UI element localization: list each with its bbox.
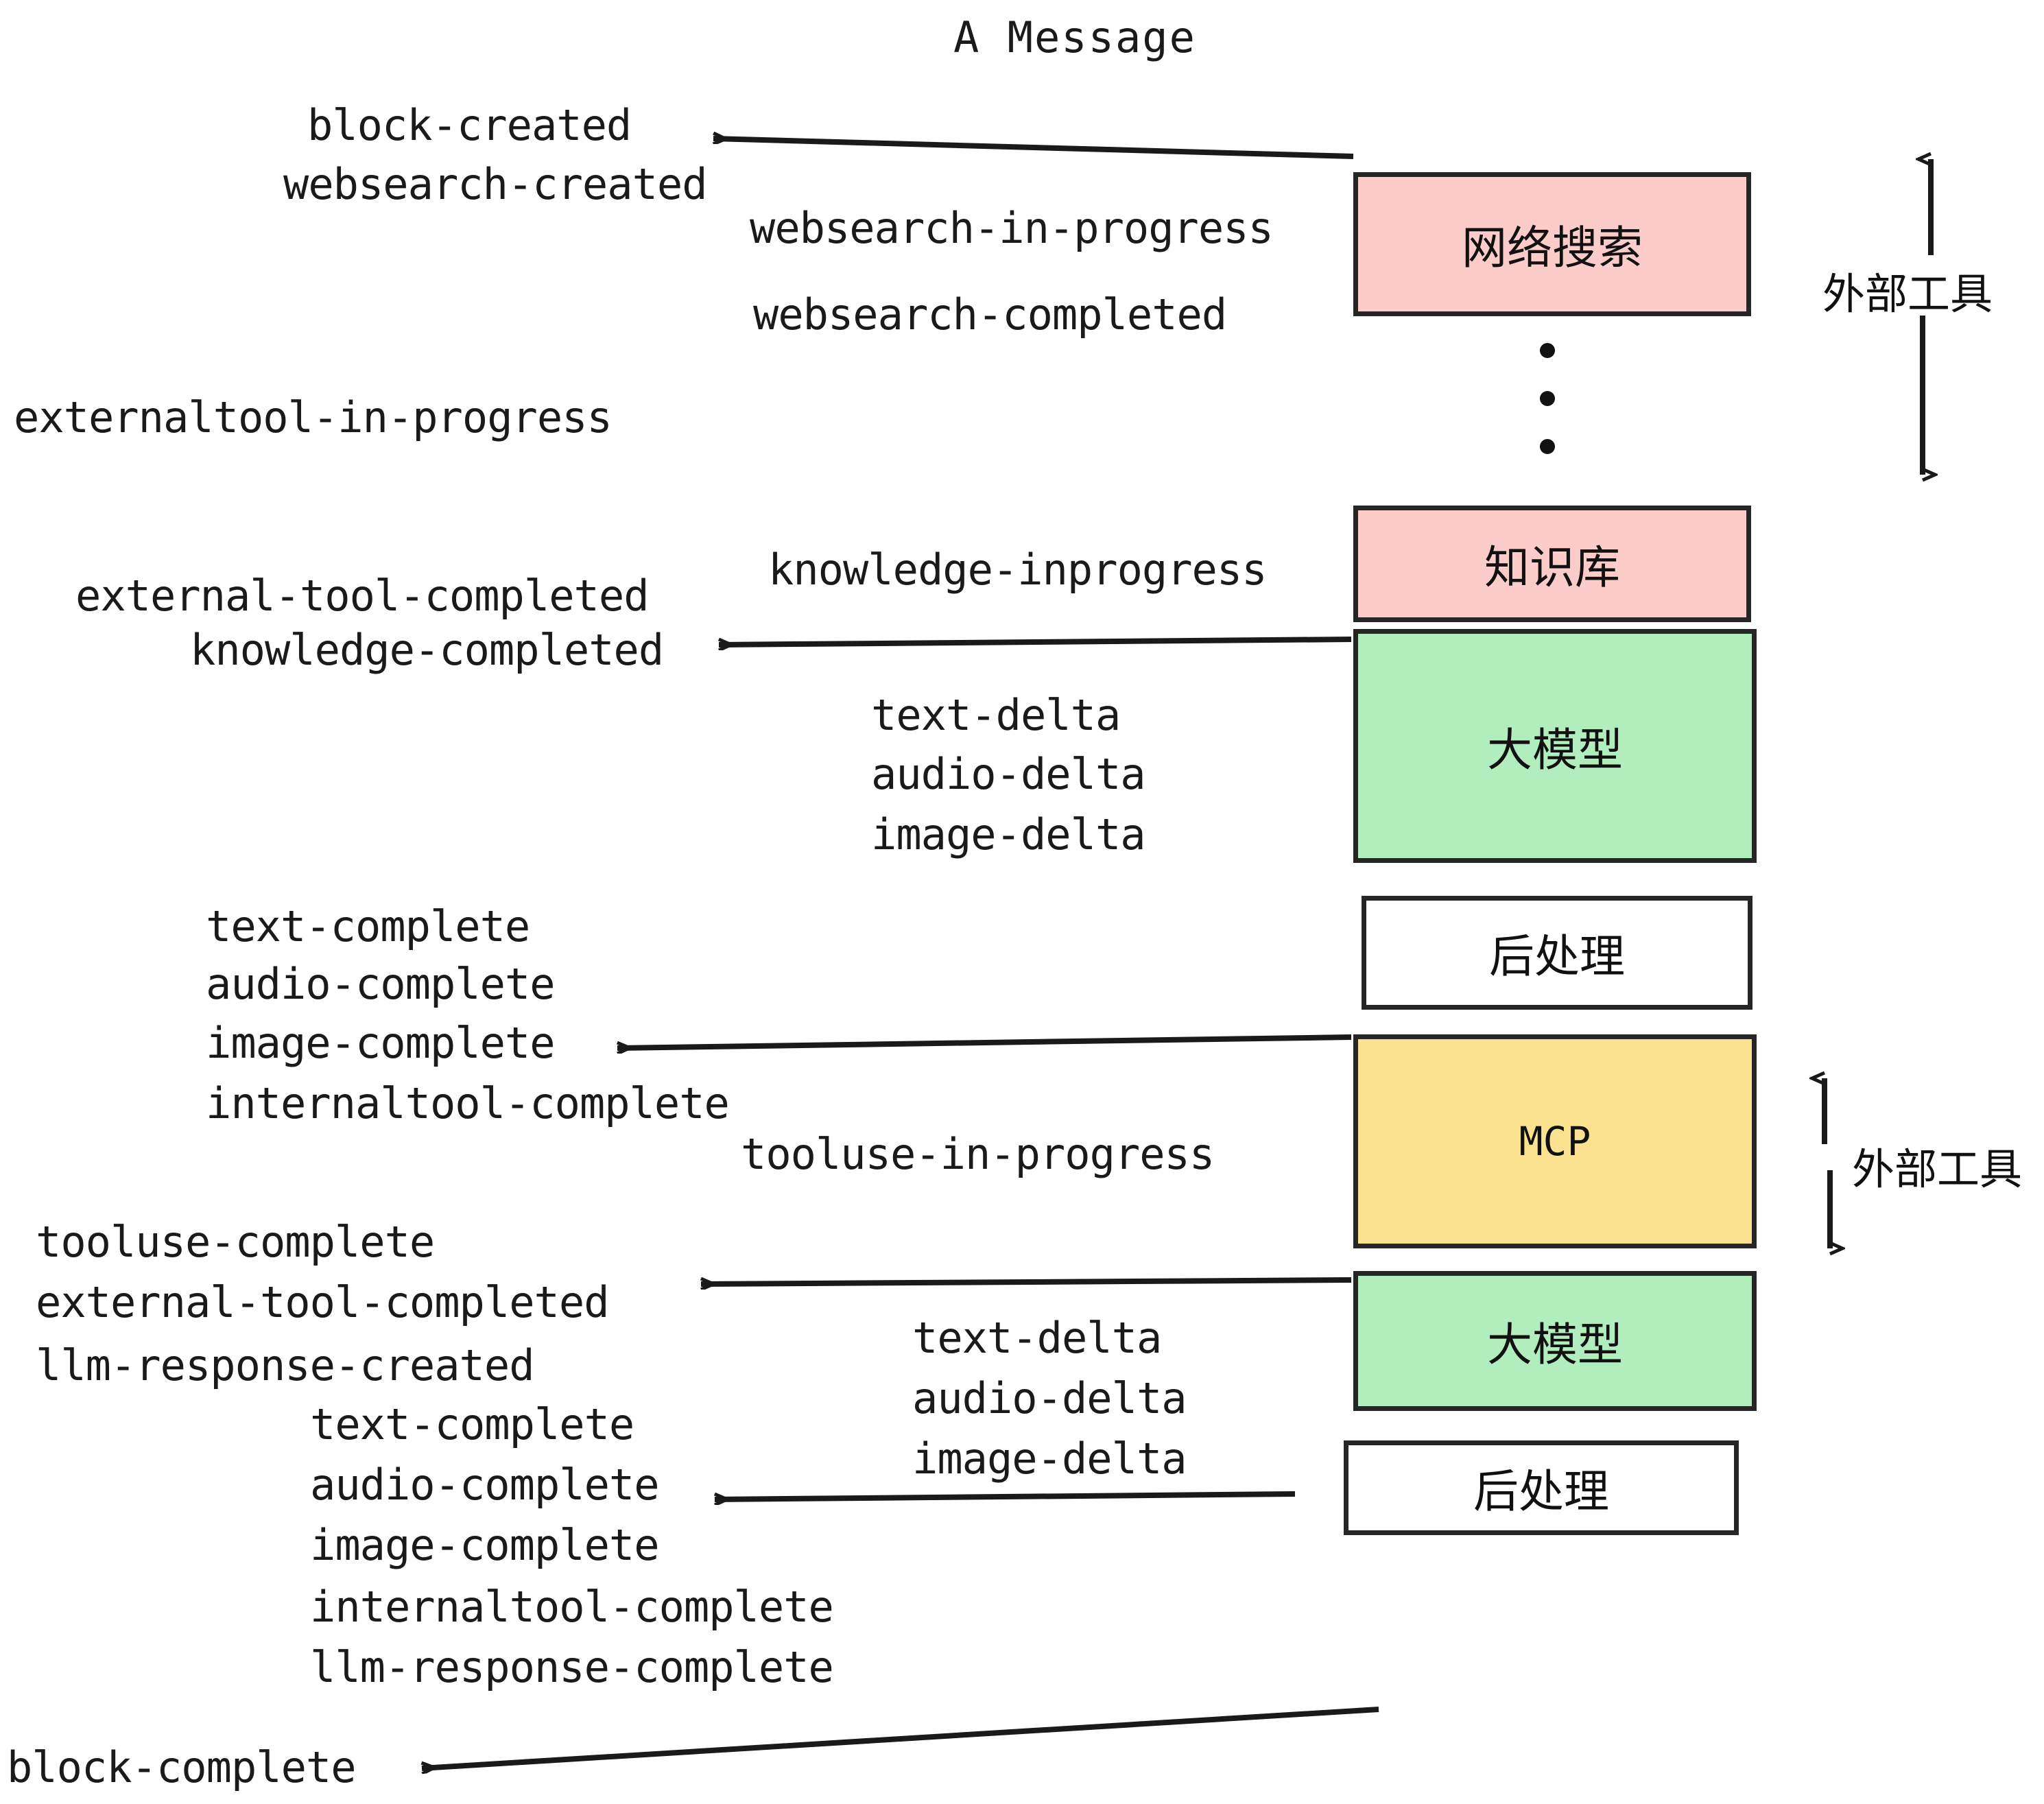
event-label-websearch-in-progress: websearch-in-progress	[750, 203, 1274, 253]
event-label-image-delta-1: image-delta	[871, 809, 1146, 859]
event-label-audio-complete-1: audio-complete	[206, 959, 556, 1009]
node-llm-1[interactable]: 大模型	[1353, 629, 1757, 863]
event-label-llm-response-complete: llm-response-complete	[310, 1642, 834, 1692]
event-label-text-complete-2: text-complete	[310, 1399, 634, 1449]
node-postprocess-2-label: 后处理	[1473, 1465, 1609, 1518]
arrow-llm2-to-external-tool-completed	[701, 1280, 1352, 1284]
side-label-external-tool-top: 外部工具	[1822, 269, 1993, 319]
diagram-title: A Message	[953, 12, 1196, 62]
node-llm-1-label: 大模型	[1487, 723, 1623, 776]
event-label-websearch-completed: websearch-completed	[753, 289, 1227, 340]
node-postprocess-1[interactable]: 后处理	[1362, 896, 1752, 1010]
event-label-block-created: block-created	[307, 100, 632, 150]
event-label-external-tool-completed-1: external-tool-completed	[75, 571, 650, 621]
node-websearch-label: 网络搜索	[1462, 222, 1643, 274]
event-label-text-delta-1: text-delta	[871, 690, 1121, 740]
arrow-mcp-to-image-complete	[617, 1034, 1352, 1048]
arrow-llm2-to-audio-complete	[715, 1491, 1296, 1499]
side-label-external-tool-bottom: 外部工具	[1852, 1144, 2023, 1194]
ellipsis-dot-2	[1540, 391, 1555, 406]
event-label-image-complete-2: image-complete	[310, 1520, 660, 1570]
event-label-internaltool-complete-1: internaltool-complete	[206, 1078, 730, 1128]
event-label-image-delta-2: image-delta	[912, 1434, 1187, 1484]
node-mcp[interactable]: MCP	[1353, 1034, 1757, 1248]
event-label-knowledge-inprogress: knowledge-inprogress	[768, 545, 1268, 595]
event-label-text-delta-2: text-delta	[912, 1313, 1162, 1363]
event-label-image-complete-1: image-complete	[206, 1018, 556, 1068]
node-mcp-label: MCP	[1519, 1118, 1591, 1165]
event-label-text-complete-1: text-complete	[206, 901, 530, 951]
arrow-postprocess2-to-block-complete	[422, 1707, 1379, 1768]
event-label-audio-complete-2: audio-complete	[310, 1460, 660, 1510]
event-label-audio-delta-1: audio-delta	[871, 749, 1146, 799]
ellipsis-dot-1	[1540, 343, 1555, 358]
event-label-knowledge-completed: knowledge-completed	[190, 625, 664, 675]
event-label-llm-response-created: llm-response-created	[36, 1340, 535, 1390]
node-knowledge-label: 知识库	[1484, 541, 1620, 594]
event-label-block-complete: block-complete	[7, 1742, 357, 1792]
event-label-audio-delta-2: audio-delta	[912, 1373, 1187, 1423]
arrow-llm1-to-knowledge-completed	[719, 637, 1352, 645]
event-label-websearch-created: websearch-created	[283, 159, 708, 209]
node-knowledge[interactable]: 知识库	[1353, 506, 1751, 622]
node-postprocess-2[interactable]: 后处理	[1344, 1440, 1739, 1535]
event-label-externaltool-in-progress: externaltool-in-progress	[14, 392, 613, 442]
event-label-external-tool-completed-2: external-tool-completed	[36, 1277, 610, 1327]
arrow-websearch-to-created	[713, 139, 1354, 159]
node-postprocess-1-label: 后处理	[1489, 930, 1625, 983]
node-llm-2-label: 大模型	[1487, 1318, 1623, 1371]
node-websearch[interactable]: 网络搜索	[1353, 172, 1751, 316]
event-label-tooluse-in-progress: tooluse-in-progress	[741, 1129, 1215, 1179]
event-label-tooluse-complete: tooluse-complete	[36, 1217, 435, 1267]
event-label-internaltool-complete-2: internaltool-complete	[310, 1582, 834, 1632]
node-llm-2[interactable]: 大模型	[1353, 1271, 1757, 1411]
ellipsis-dot-3	[1540, 439, 1555, 454]
